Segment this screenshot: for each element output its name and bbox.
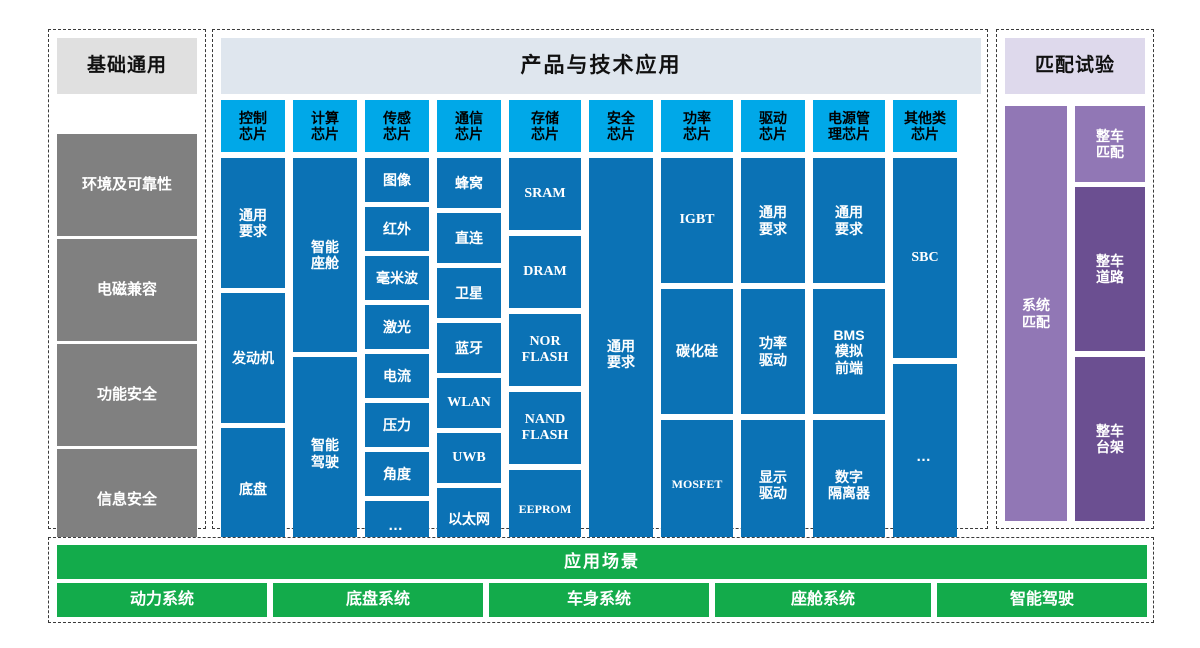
cell-comm-cellular[interactable]: 蜂窝 (437, 158, 501, 208)
cell-sensor-pressure[interactable]: 压力 (365, 403, 429, 447)
cell-other-more[interactable]: … (893, 364, 957, 550)
column-communication-chip: 通信 芯片 蜂窝 直连 卫星 蓝牙 WLAN UWB 以太网 (437, 100, 501, 550)
cell-storage-nand-flash[interactable]: NAND FLASH (509, 392, 581, 464)
column-header-power-chip[interactable]: 功率 芯片 (661, 100, 733, 152)
cell-comm-bluetooth[interactable]: 蓝牙 (437, 323, 501, 373)
scene-item-smart-driving[interactable]: 智能驾驶 (937, 583, 1147, 617)
cell-compute-smart-driving[interactable]: 智能 驾驶 (293, 357, 357, 550)
cell-storage-sram[interactable]: SRAM (509, 158, 581, 230)
basic-item-functional-safety[interactable]: 功能安全 (57, 344, 197, 446)
application-scenario-title: 应用场景 (57, 545, 1147, 579)
cell-compute-smart-cockpit[interactable]: 智能 座舱 (293, 158, 357, 352)
scene-item-chassis-system[interactable]: 底盘系统 (273, 583, 483, 617)
column-header-communication-chip[interactable]: 通信 芯片 (437, 100, 501, 152)
column-power-management-chip: 电源管 理芯片 通用 要求 BMS 模拟 前端 数字 隔离器 (813, 100, 885, 550)
cell-storage-dram[interactable]: DRAM (509, 236, 581, 308)
basic-common-title: 基础通用 (57, 38, 197, 94)
cell-system-matching[interactable]: 系统 匹配 (1005, 106, 1067, 521)
column-power-chip: 功率 芯片 IGBT 碳化硅 MOSFET (661, 100, 733, 550)
cell-driver-power-drive[interactable]: 功率 驱动 (741, 289, 805, 414)
basic-item-information-security[interactable]: 信息安全 (57, 449, 197, 551)
column-header-driver-chip[interactable]: 驱动 芯片 (741, 100, 805, 152)
cell-vehicle-matching[interactable]: 整车 匹配 (1075, 106, 1145, 182)
cell-pmic-general-requirement[interactable]: 通用 要求 (813, 158, 885, 283)
column-header-other-chip[interactable]: 其他类 芯片 (893, 100, 957, 152)
cell-driver-general-requirement[interactable]: 通用 要求 (741, 158, 805, 283)
cell-power-igbt[interactable]: IGBT (661, 158, 733, 283)
column-header-compute-chip[interactable]: 计算 芯片 (293, 100, 357, 152)
cell-sensor-angle[interactable]: 角度 (365, 452, 429, 496)
cell-power-mosfet[interactable]: MOSFET (661, 420, 733, 550)
column-security-chip: 安全 芯片 通用 要求 (589, 100, 653, 550)
cell-storage-eeprom[interactable]: EEPROM (509, 470, 581, 550)
column-header-sensor-chip[interactable]: 传感 芯片 (365, 100, 429, 152)
cell-control-chassis[interactable]: 底盘 (221, 428, 285, 550)
cell-storage-nor-flash[interactable]: NOR FLASH (509, 314, 581, 386)
cell-comm-direct[interactable]: 直连 (437, 213, 501, 263)
column-sensor-chip: 传感 芯片 图像 红外 毫米波 激光 电流 压力 角度 … (365, 100, 429, 550)
scene-item-powertrain-system[interactable]: 动力系统 (57, 583, 267, 617)
column-compute-chip: 计算 芯片 智能 座舱 智能 驾驶 (293, 100, 357, 550)
cell-comm-uwb[interactable]: UWB (437, 433, 501, 483)
basic-item-environment-reliability[interactable]: 环境及可靠性 (57, 134, 197, 236)
cell-pmic-digital-isolator[interactable]: 数字 隔离器 (813, 420, 885, 550)
column-header-control-chip[interactable]: 控制 芯片 (221, 100, 285, 152)
product-technology-panel: 产品与技术应用 控制 芯片 通用 要求 发动机 底盘 计算 芯片 智能 座舱 智… (212, 29, 988, 550)
scene-item-cockpit-system[interactable]: 座舱系统 (715, 583, 931, 617)
application-scenario-panel: 应用场景 动力系统 底盘系统 车身系统 座舱系统 智能驾驶 (48, 537, 1154, 623)
cell-other-sbc[interactable]: SBC (893, 158, 957, 358)
cell-driver-display-drive[interactable]: 显示 驱动 (741, 420, 805, 550)
matching-test-panel: 匹配试验 系统 匹配 整车 匹配 整车 道路 整车 台架 (996, 29, 1154, 529)
basic-item-emc[interactable]: 电磁兼容 (57, 239, 197, 341)
column-header-power-management-chip[interactable]: 电源管 理芯片 (813, 100, 885, 152)
column-header-security-chip[interactable]: 安全 芯片 (589, 100, 653, 152)
cell-pmic-bms-analog-front-end[interactable]: BMS 模拟 前端 (813, 289, 885, 414)
cell-vehicle-road[interactable]: 整车 道路 (1075, 187, 1145, 351)
cell-vehicle-bench[interactable]: 整车 台架 (1075, 357, 1145, 521)
matching-test-title: 匹配试验 (1005, 38, 1145, 94)
cell-sensor-current[interactable]: 电流 (365, 354, 429, 398)
cell-comm-satellite[interactable]: 卫星 (437, 268, 501, 318)
product-technology-title: 产品与技术应用 (221, 38, 981, 94)
cell-sensor-laser[interactable]: 激光 (365, 305, 429, 349)
scene-item-body-system[interactable]: 车身系统 (489, 583, 709, 617)
cell-comm-wlan[interactable]: WLAN (437, 378, 501, 428)
basic-common-panel: 基础通用 环境及可靠性 电磁兼容 功能安全 信息安全 (48, 29, 206, 551)
column-header-storage-chip[interactable]: 存储 芯片 (509, 100, 581, 152)
cell-control-general-requirement[interactable]: 通用 要求 (221, 158, 285, 288)
column-storage-chip: 存储 芯片 SRAM DRAM NOR FLASH NAND FLASH EEP… (509, 100, 581, 550)
column-control-chip: 控制 芯片 通用 要求 发动机 底盘 (221, 100, 285, 550)
column-other-chip: 其他类 芯片 SBC … (893, 100, 957, 550)
cell-sensor-image[interactable]: 图像 (365, 158, 429, 202)
cell-control-engine[interactable]: 发动机 (221, 293, 285, 423)
cell-security-general-requirement[interactable]: 通用 要求 (589, 158, 653, 550)
cell-sensor-millimeter-wave[interactable]: 毫米波 (365, 256, 429, 300)
cell-sensor-infrared[interactable]: 红外 (365, 207, 429, 251)
column-driver-chip: 驱动 芯片 通用 要求 功率 驱动 显示 驱动 (741, 100, 805, 550)
cell-power-silicon-carbide[interactable]: 碳化硅 (661, 289, 733, 414)
